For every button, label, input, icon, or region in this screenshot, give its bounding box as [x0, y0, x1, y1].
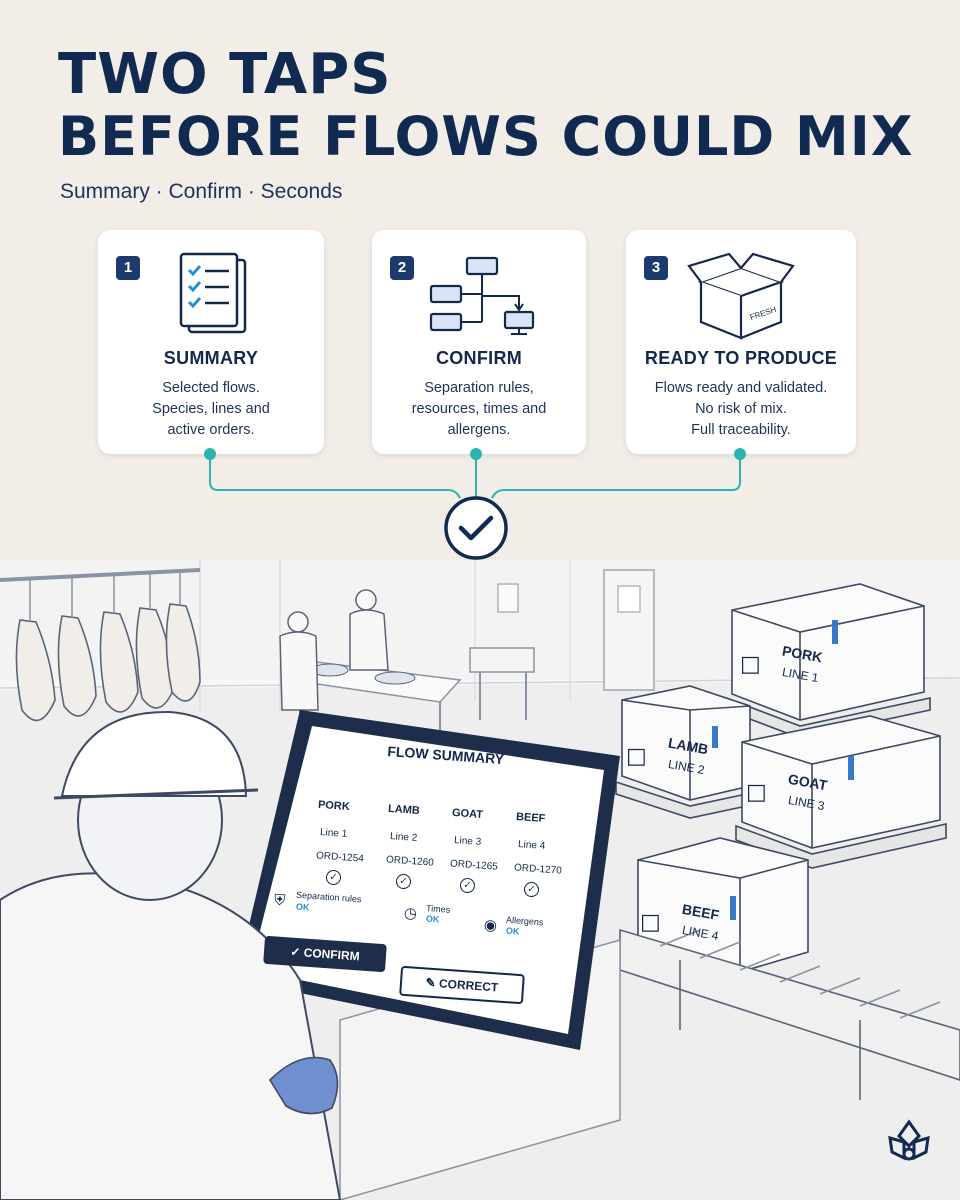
step-description: Selected flows. Species, lines and activ… — [108, 378, 314, 441]
step-title: CONFIRM — [435, 348, 523, 368]
flow-species: BEEF — [515, 810, 546, 826]
flowchart-icon — [429, 256, 535, 335]
brand-logo-icon — [888, 1119, 930, 1161]
step-card-confirm: 2 CONFIRM Separation rules, resources, t… — [372, 230, 586, 454]
hanging-hams — [15, 603, 201, 722]
animal-icon: □ — [740, 652, 761, 677]
check-status: OK — [505, 925, 520, 937]
open-box-icon: FRESH — [687, 252, 795, 340]
drop-icon: ◉ — [483, 916, 498, 935]
desc-line: allergens. — [447, 422, 511, 438]
flow-line: Line 2 — [389, 831, 418, 844]
page-subtitle: Summary · Confirm · Seconds — [60, 180, 343, 203]
connector-dot — [204, 448, 216, 460]
desc-line: Flows ready and validated. — [654, 380, 828, 396]
page-title: TWO TAPS BEFORE FLOWS COULD MIX — [58, 44, 914, 168]
step-card-ready: 3 FRESH READY TO PRODUCE Flows ready and… — [626, 230, 856, 454]
checklist-icon — [179, 252, 247, 334]
step-description: Flows ready and validated. No risk of mi… — [636, 378, 846, 441]
desc-line: Full traceability. — [691, 422, 791, 438]
step-card-summary: 1 SUMMARY Selected flows. Species, lines… — [98, 230, 324, 454]
connector-dot — [470, 448, 482, 460]
desc-line: active orders. — [167, 422, 255, 438]
glove — [268, 1056, 339, 1115]
step-number: 3 — [644, 256, 668, 280]
flow-species: GOAT — [451, 806, 484, 822]
desc-line: No risk of mix. — [695, 401, 787, 417]
connector-dot — [734, 448, 746, 460]
desc-line: Separation rules, — [424, 380, 534, 396]
flow-line: Line 1 — [319, 827, 348, 840]
flow-line: Line 4 — [517, 839, 546, 852]
desc-line: resources, times and — [411, 401, 547, 417]
step-title: SUMMARY — [163, 348, 259, 368]
step-connector — [204, 448, 746, 560]
title-line-1: TWO TAPS — [58, 42, 392, 107]
factory-illustration — [0, 560, 960, 1200]
flow-species: LAMB — [387, 802, 421, 818]
check-status: OK — [295, 901, 310, 913]
animal-icon: □ — [746, 780, 767, 805]
check-circle-icon — [444, 496, 508, 560]
animal-icon: □ — [626, 744, 647, 769]
step-number: 1 — [116, 256, 140, 280]
desc-line: Species, lines and — [152, 401, 270, 417]
shield-check-icon: ⛨ — [273, 891, 286, 910]
step-title: READY TO PRODUCE — [644, 348, 838, 368]
flow-line: Line 3 — [453, 835, 482, 848]
clock-icon: ◷ — [403, 904, 418, 923]
desc-line: Selected flows. — [162, 380, 260, 396]
flow-species: PORK — [317, 798, 351, 814]
animal-icon: □ — [640, 910, 661, 935]
step-description: Separation rules, resources, times and a… — [382, 378, 576, 441]
title-line-2: BEFORE FLOWS COULD MIX — [58, 105, 914, 168]
worker-figure — [0, 710, 342, 1200]
check-status: OK — [425, 913, 440, 925]
step-number: 2 — [390, 256, 414, 280]
